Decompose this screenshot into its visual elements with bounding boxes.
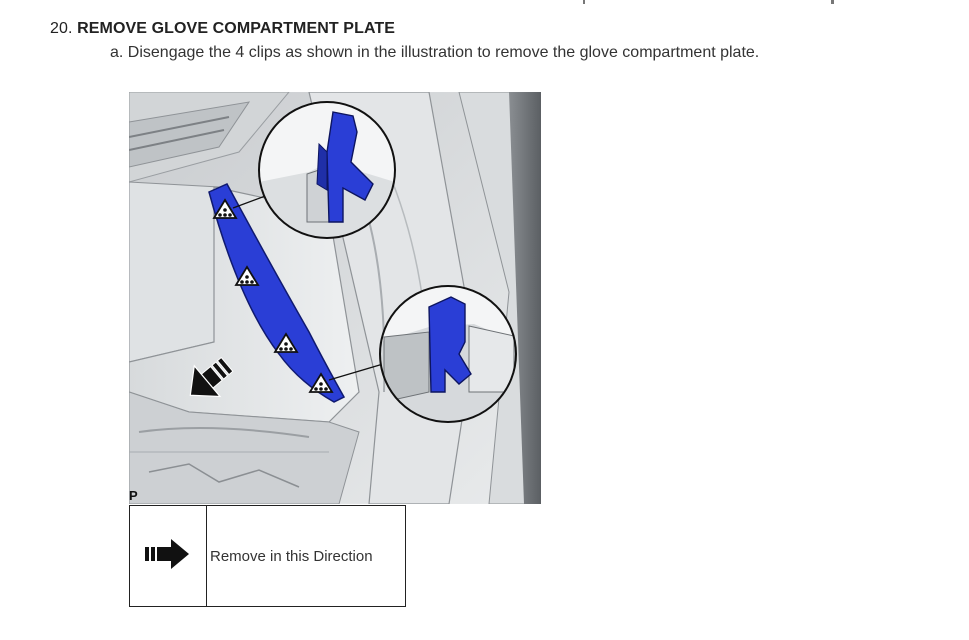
clip-icon (234, 265, 260, 286)
arrow-right-icon (145, 538, 189, 569)
clip-detail-callout-bottom (379, 285, 517, 423)
glove-compartment-plate (208, 183, 346, 403)
glove-compartment-illustration (129, 92, 541, 504)
dashboard-upper-area (129, 92, 290, 363)
clip-detail-callout-top (258, 101, 396, 239)
legend-row: Remove in this Direction (129, 505, 406, 607)
cropped-text-fragment (583, 0, 834, 4)
step-heading: 20. REMOVE GLOVE COMPARTMENT PLATE (50, 20, 395, 38)
figure-code: P (129, 488, 138, 503)
legend-label: Remove in this Direction (206, 505, 406, 607)
door-pillar (458, 92, 541, 504)
clip-icon (308, 372, 334, 393)
clip-icon (273, 332, 299, 353)
substep-instruction: a. Disengage the 4 clips as shown in the… (110, 44, 760, 61)
step-title: REMOVE GLOVE COMPARTMENT PLATE (77, 20, 396, 37)
clip-icon (212, 198, 238, 219)
step-number: 20. (50, 20, 73, 37)
removal-direction-arrow-icon (189, 356, 234, 398)
legend-icon-cell (129, 505, 207, 607)
clip-markers (212, 198, 334, 393)
callout-leader (328, 363, 384, 381)
illustration-svg (129, 92, 541, 504)
legend-table: Remove in this Direction (129, 505, 406, 607)
